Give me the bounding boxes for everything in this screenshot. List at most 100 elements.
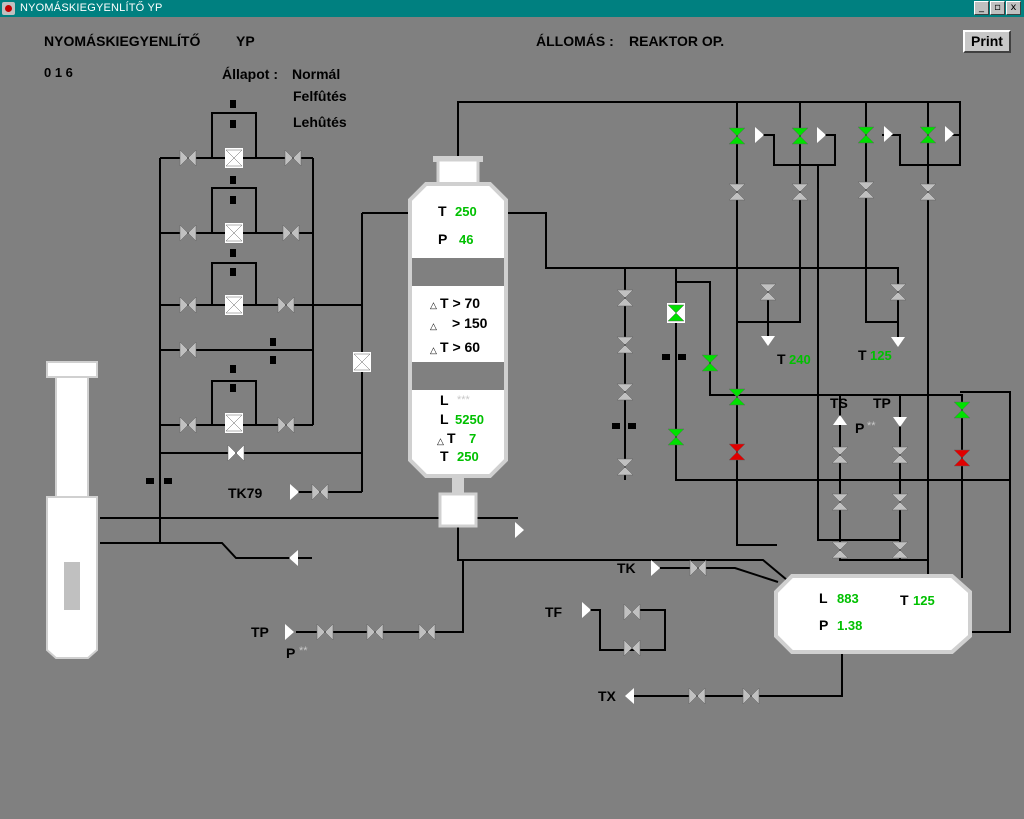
valve[interactable] (889, 283, 907, 301)
tag-tp2: TP (873, 395, 891, 411)
tank-p-label: P (819, 617, 828, 633)
app-icon (2, 2, 15, 15)
tag-p2-label: P (855, 420, 864, 436)
valve[interactable] (284, 149, 302, 167)
tank-t-value: 125 (913, 593, 935, 608)
print-button[interactable]: Print (963, 30, 1011, 53)
tag-tx: TX (598, 688, 617, 704)
valve[interactable] (225, 223, 243, 243)
valve[interactable] (953, 449, 971, 467)
vessel-cond-1: T > 70 (440, 295, 480, 311)
vessel-l2-value: 5250 (455, 412, 484, 427)
flow-arrow (582, 602, 591, 618)
valve[interactable] (277, 416, 295, 434)
valve[interactable] (919, 183, 937, 201)
vessel-l1-label: L (440, 392, 449, 408)
flow-arrow (289, 550, 298, 566)
tank[interactable] (774, 574, 972, 654)
valve[interactable] (179, 296, 197, 314)
tag-tp: TP (251, 624, 269, 640)
window-title: NYOMÁSKIEGYENLÍTŐ YP (20, 2, 163, 14)
valve[interactable] (857, 181, 875, 199)
valve[interactable] (667, 303, 685, 323)
valve[interactable] (179, 416, 197, 434)
valve[interactable] (791, 183, 809, 201)
valve[interactable] (179, 149, 197, 167)
minimize-button[interactable]: _ (974, 1, 989, 15)
valve[interactable] (616, 336, 634, 354)
delta-icon: △ (430, 300, 437, 310)
valve[interactable] (831, 493, 849, 511)
flow-arrow (515, 522, 524, 538)
valve[interactable] (225, 148, 243, 168)
tag-t125-label: T (858, 347, 867, 363)
valve[interactable] (616, 383, 634, 401)
valve[interactable] (891, 493, 909, 511)
valve[interactable] (418, 623, 436, 641)
delta-icon: △ (430, 321, 437, 331)
vessel-cond-2: > 150 (452, 315, 488, 331)
page-title: NYOMÁSKIEGYENLÍTŐ (44, 33, 201, 49)
flow-arrow (625, 688, 634, 704)
valve[interactable] (728, 443, 746, 461)
vessel-dt-value: 7 (469, 431, 476, 446)
valve[interactable] (891, 541, 909, 559)
flow-arrow (761, 336, 775, 346)
valve[interactable] (791, 127, 809, 145)
tag-ts: TS (830, 395, 848, 411)
state-cooling[interactable]: Lehûtés (293, 114, 347, 130)
valve[interactable] (728, 127, 746, 145)
valve[interactable] (227, 444, 245, 462)
break-markers (146, 100, 686, 484)
valve[interactable] (179, 341, 197, 359)
valve[interactable] (857, 126, 875, 144)
valve[interactable] (689, 559, 707, 577)
screen-number: 0 1 6 (44, 65, 73, 80)
valve[interactable] (831, 446, 849, 464)
tag-tk: TK (617, 560, 636, 576)
state-normal[interactable]: Normál (292, 66, 341, 82)
valve[interactable] (742, 687, 760, 705)
tag-t240-value: 240 (789, 352, 811, 367)
station-value: REAKTOR OP. (629, 33, 725, 49)
valve[interactable] (831, 541, 849, 559)
valve[interactable] (277, 296, 295, 314)
valve[interactable] (728, 388, 746, 406)
vessel-dt-label: T (447, 430, 456, 446)
valve[interactable] (688, 687, 706, 705)
valve[interactable] (891, 446, 909, 464)
restore-button[interactable]: ▫ (990, 1, 1005, 15)
valve[interactable] (225, 295, 243, 315)
valve[interactable] (919, 126, 937, 144)
valve[interactable] (311, 483, 329, 501)
pressurizer-vessel[interactable] (408, 156, 508, 528)
vessel-t2-label: T (440, 448, 449, 464)
flow-arrow (891, 337, 905, 347)
valve[interactable] (701, 354, 719, 372)
valve[interactable] (316, 623, 334, 641)
valves[interactable] (179, 126, 971, 705)
state-heating[interactable]: Felfûtés (293, 88, 347, 104)
valve[interactable] (366, 623, 384, 641)
valve[interactable] (953, 401, 971, 419)
valve[interactable] (353, 352, 371, 372)
tank-p-value: 1.38 (837, 618, 862, 633)
valve[interactable] (616, 458, 634, 476)
flow-arrow (893, 417, 907, 427)
valve[interactable] (616, 289, 634, 307)
valve[interactable] (225, 413, 243, 433)
valve[interactable] (623, 603, 641, 621)
close-button[interactable]: x (1006, 1, 1021, 15)
valve[interactable] (667, 428, 685, 446)
valve[interactable] (179, 224, 197, 242)
flow-arrow (884, 126, 893, 142)
tag-t125-value: 125 (870, 348, 892, 363)
vessel-p-label: P (438, 231, 447, 247)
valve[interactable] (728, 183, 746, 201)
valve[interactable] (282, 224, 300, 242)
valve[interactable] (759, 283, 777, 301)
valve[interactable] (623, 639, 641, 657)
delta-icon: △ (430, 345, 437, 355)
tag-p-value: ** (299, 645, 308, 657)
